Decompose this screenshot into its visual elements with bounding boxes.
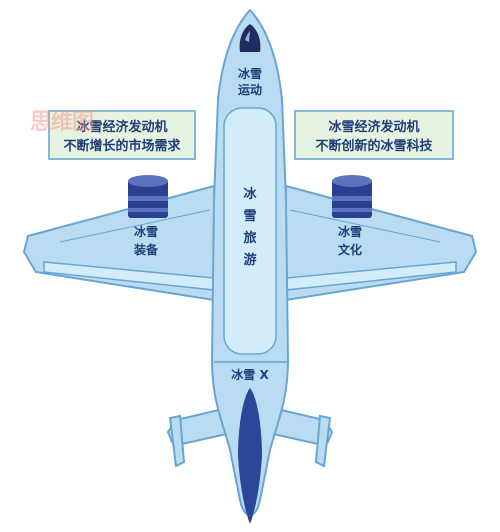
tail-exhaust bbox=[238, 388, 262, 524]
fuselage-panel bbox=[223, 107, 277, 355]
watermark-logo: 思维图 bbox=[30, 110, 94, 135]
fuselage-label-2: 雪 bbox=[243, 208, 256, 224]
left-engine bbox=[128, 175, 168, 218]
nose-label-line-2: 运动 bbox=[238, 83, 262, 97]
right-callout-line-2: 不断创新的冰雪科技 bbox=[315, 139, 433, 154]
right-wing-label-line-1: 冰雪 bbox=[338, 224, 362, 239]
fuselage-label-1: 冰 bbox=[243, 186, 257, 202]
left-callout-box: 冰雪经济发动机 不断增长的市场需求 bbox=[48, 110, 196, 160]
left-tail-tip bbox=[168, 414, 186, 468]
cockpit-window bbox=[239, 24, 261, 52]
right-callout-line-1: 冰雪经济发动机 bbox=[328, 120, 420, 135]
left-wing-label-line-1: 冰雪 bbox=[134, 224, 158, 239]
tail-label: 冰雪 X bbox=[231, 367, 269, 382]
right-engine bbox=[332, 175, 372, 218]
right-tail-tip bbox=[314, 414, 332, 468]
right-callout-box: 冰雪经济发动机 不断创新的冰雪科技 bbox=[294, 110, 454, 160]
left-callout-line-1: 冰雪经济发动机 bbox=[76, 120, 168, 135]
left-callout-line-2: 不断增长的市场需求 bbox=[63, 139, 181, 154]
left-wing-label-line-2: 装备 bbox=[133, 242, 159, 257]
fuselage-label-3: 旅 bbox=[243, 230, 256, 246]
fuselage-label-4: 游 bbox=[243, 252, 256, 268]
right-wing-label-line-2: 文化 bbox=[338, 242, 362, 257]
nose-label-line-1: 冰雪 bbox=[238, 66, 262, 81]
